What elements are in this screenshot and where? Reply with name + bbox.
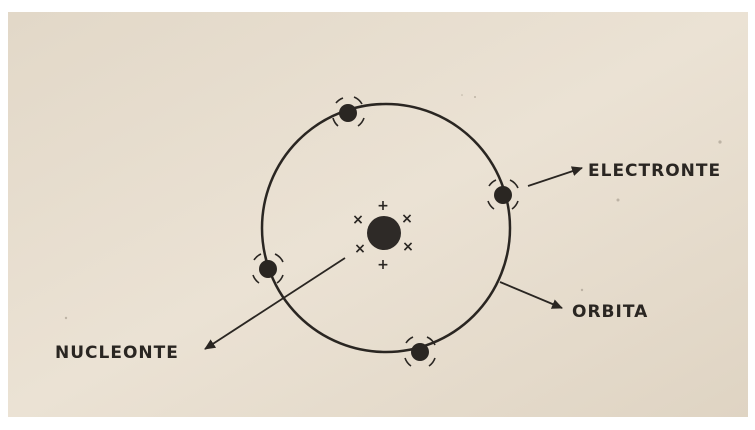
nucleus-charge-mark: ×	[354, 241, 366, 257]
nucleus-charge-mark: +	[377, 198, 389, 214]
nucleus-charge-mark: ×	[402, 239, 414, 255]
nucleus-charge-mark: ×	[352, 212, 364, 228]
orbit-label: ORBITA	[572, 302, 648, 322]
nucleus-charge-mark: +	[377, 257, 389, 273]
nucleus-label: NUCLEONTE	[55, 343, 179, 363]
electron-label: ELECTRONTE	[588, 161, 721, 181]
nucleus	[367, 216, 401, 250]
nucleus-charge-mark: ×	[401, 211, 413, 227]
